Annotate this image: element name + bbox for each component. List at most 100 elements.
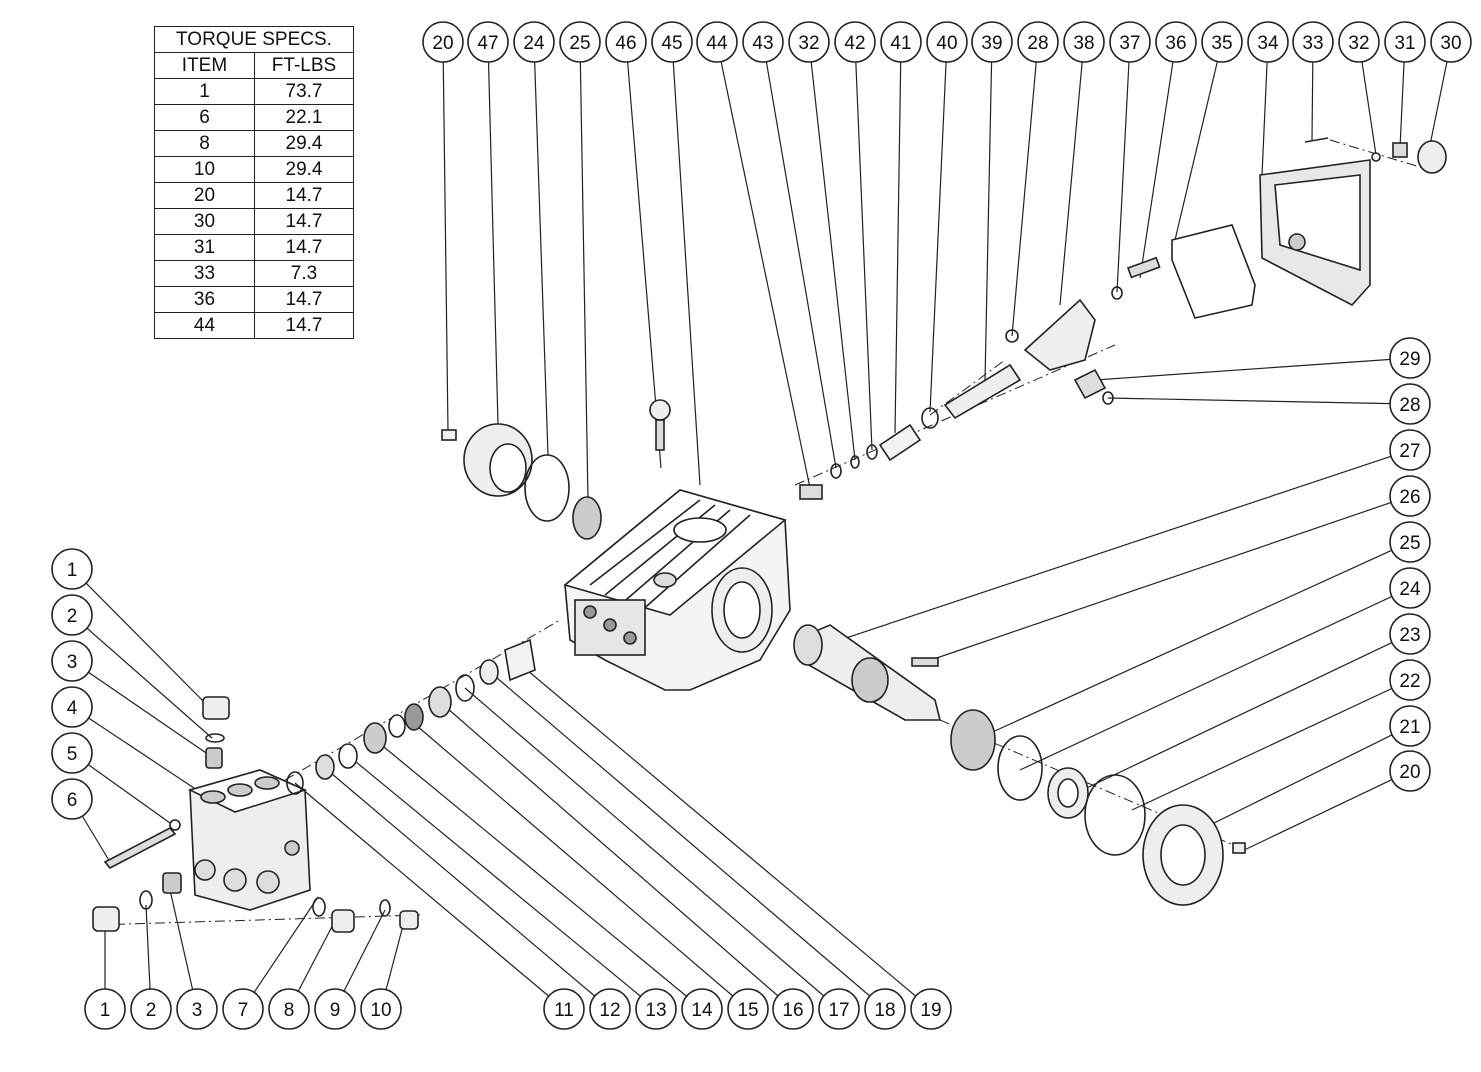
callout-label: 28: [1399, 395, 1420, 416]
leader-line: [409, 719, 749, 1010]
callout-label: 38: [1073, 33, 1094, 54]
callout-circle: [51, 732, 93, 774]
callout-circle: [818, 988, 860, 1030]
callout-circle: [681, 988, 723, 1030]
callout-left-4: 4: [51, 686, 93, 728]
callout-circle: [696, 21, 738, 63]
leader-line: [984, 41, 993, 381]
callout-circle: [84, 988, 126, 1030]
callout-right-20: 20: [1389, 750, 1431, 792]
callout-label: 42: [844, 33, 865, 54]
leader-line: [1019, 587, 1411, 771]
callout-label: 19: [920, 1000, 941, 1021]
leader-line: [71, 706, 201, 793]
callout-circle: [360, 988, 402, 1030]
callout-top-20: 20: [422, 21, 464, 63]
callout-top-32: 32: [788, 21, 830, 63]
leader-lines: [71, 41, 1452, 1010]
parts: [92, 137, 1447, 933]
callout-top-38: 38: [1063, 21, 1105, 63]
callout-label: 2: [146, 1000, 157, 1021]
callout-bottom-19: 19: [910, 988, 952, 1030]
column-header-ft-lbs: FT-LBS: [254, 52, 354, 79]
callout-circle: [543, 988, 585, 1030]
torque-cell: 22.1: [254, 104, 354, 131]
callout-bottom-13: 13: [635, 988, 677, 1030]
callout-left-6: 6: [51, 778, 93, 820]
leader-line: [324, 767, 611, 1010]
leader-line: [762, 41, 837, 469]
callout-bottom-3: 3: [176, 988, 218, 1030]
callout-top-43: 43: [742, 21, 784, 63]
leader-line: [533, 41, 549, 456]
callout-top-30: 30: [1430, 21, 1472, 63]
torque-cell: 14.7: [254, 312, 354, 339]
callout-label: 45: [661, 33, 682, 54]
callout-top-25: 25: [559, 21, 601, 63]
torque-cell: 14.7: [254, 208, 354, 235]
callout-circle: [926, 21, 968, 63]
item-cell: 33: [154, 260, 255, 287]
torque-cell: 14.7: [254, 286, 354, 313]
leader-line: [487, 41, 499, 426]
callout-label: 1: [67, 560, 78, 581]
leader-line: [625, 41, 662, 469]
callout-label: 3: [67, 652, 78, 673]
callout-circle: [651, 21, 693, 63]
callout-top-35: 35: [1201, 21, 1243, 63]
callout-top-24: 24: [513, 21, 555, 63]
callout-circle: [1155, 21, 1197, 63]
bearing-cover-right: [950, 709, 1246, 906]
callout-circle: [51, 640, 93, 682]
callout-circle: [834, 21, 876, 63]
callout-label: 47: [477, 33, 498, 54]
callout-right-27: 27: [1389, 429, 1431, 471]
item-cell: 20: [154, 182, 255, 209]
leader-line: [1107, 397, 1411, 405]
leader-line: [924, 495, 1411, 663]
callout-bottom-18: 18: [864, 988, 906, 1030]
callout-label: 12: [599, 1000, 620, 1021]
callout-top-33: 33: [1292, 21, 1334, 63]
callout-label: 17: [828, 1000, 849, 1021]
callout-label: 6: [67, 790, 78, 811]
callout-label: 23: [1399, 625, 1420, 646]
callout-circle: [559, 21, 601, 63]
callout-circle: [422, 21, 464, 63]
callout-top-31: 31: [1384, 21, 1426, 63]
callout-right-25: 25: [1389, 521, 1431, 563]
item-cell: 44: [154, 312, 255, 339]
callout-circle: [222, 988, 264, 1030]
callout-label: 32: [798, 33, 819, 54]
callout-left-2: 2: [51, 594, 93, 636]
torque-cell: 73.7: [254, 78, 354, 105]
callout-circle: [1389, 659, 1431, 701]
callout-label: 24: [1399, 579, 1421, 600]
callout-top-39: 39: [971, 21, 1013, 63]
callout-circle: [605, 21, 647, 63]
callout-circle: [1109, 21, 1151, 63]
item-cell: 10: [154, 156, 255, 183]
callout-circle: [864, 988, 906, 1030]
callout-circle: [727, 988, 769, 1030]
callout-bottom-7: 7: [222, 988, 264, 1030]
callout-label: 46: [615, 33, 636, 54]
torque-cell: 29.4: [254, 156, 354, 183]
callout-circle: [1389, 337, 1431, 379]
leader-line: [464, 687, 840, 1010]
callout-circle: [635, 988, 677, 1030]
leader-line: [808, 41, 856, 461]
callout-label: 20: [1399, 762, 1420, 783]
leader-line: [671, 41, 701, 486]
leader-line: [716, 41, 811, 489]
leader-line: [372, 737, 703, 1010]
callout-bottom-2: 2: [130, 988, 172, 1030]
callout-top-47: 47: [467, 21, 509, 63]
callout-top-28: 28: [1017, 21, 1059, 63]
callout-circle: [1338, 21, 1380, 63]
leader-line: [929, 41, 948, 413]
